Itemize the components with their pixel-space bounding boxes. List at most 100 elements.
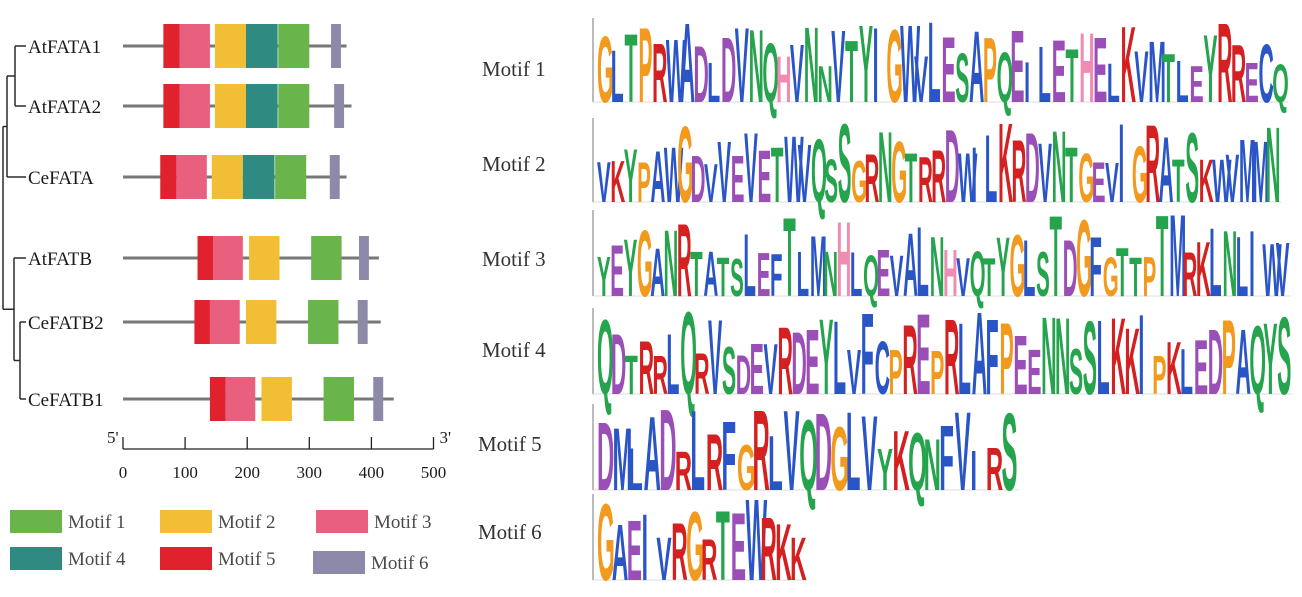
logo-residue: P [888, 338, 902, 409]
logo-residue: S [722, 333, 736, 409]
logo-residue: A [972, 288, 987, 419]
motif-2-box [245, 300, 277, 344]
logo-residue: T [783, 196, 796, 321]
logo-residue: M [1239, 121, 1256, 222]
logo-residue: E [1027, 338, 1041, 409]
logo-residue: I [1249, 213, 1255, 317]
logo-residue: T [717, 246, 730, 308]
logo-residue: G [1078, 140, 1094, 217]
logo-residue: L [1180, 336, 1193, 409]
logo-residue: D [659, 385, 676, 515]
logo-residue: A [644, 396, 661, 513]
logo-residue: W [958, 140, 978, 219]
logo-residue: D [945, 108, 960, 225]
logo-residue: Q [597, 298, 614, 417]
gene-row: CeFATB2 [28, 300, 381, 344]
logo-residue: A [903, 215, 918, 316]
logo-residue: V [831, 9, 845, 124]
logo-residue: T [1172, 147, 1185, 215]
logo-residue: V [956, 247, 970, 308]
logo-residue: N [749, 8, 764, 124]
legend-item: Motif 2 [160, 510, 276, 533]
motif-5-box [209, 377, 226, 421]
logo-residue: P [637, 151, 651, 215]
logo-residue: A [703, 239, 718, 310]
logo-residue: I [642, 495, 648, 597]
motif-1-box [311, 236, 342, 280]
logo-residue: Y [859, 2, 873, 126]
logo-residue: E [610, 231, 624, 313]
logo-residue: E [916, 290, 930, 419]
logo-residue: L [985, 115, 998, 223]
phylogenetic-tree [2, 45, 26, 400]
logo-residue: E [1093, 19, 1107, 122]
logo-residue: L [1236, 220, 1249, 315]
logo-residue: Q [970, 239, 986, 310]
logo-residue: R [1183, 240, 1198, 310]
legend-label: Motif 4 [68, 549, 126, 570]
logo-residue: N [1055, 295, 1070, 417]
legend-swatch [160, 547, 212, 570]
logo-residue: W [900, 2, 920, 126]
logo-residue: R [694, 342, 709, 407]
logo-residue: L [1038, 31, 1051, 120]
motif-5-box [163, 24, 180, 68]
motif-logo-title: Motif 6 [478, 520, 542, 544]
logo-residue: R [701, 529, 717, 593]
logo-residue: A [969, 9, 984, 124]
logo-residue: L [958, 301, 971, 416]
logo-residue: H [776, 44, 791, 117]
logo-residue: A [1159, 119, 1174, 223]
logo-residue: R [653, 344, 668, 406]
logo-residue: R [1217, 1, 1232, 128]
logo-residue: V [1134, 37, 1148, 118]
logo-residue: K [790, 524, 807, 593]
legend-item: Motif 3 [316, 510, 432, 533]
logo-residue: Y [597, 245, 611, 309]
logo-residue: Y [1263, 301, 1277, 416]
motif-logo-title: Motif 5 [478, 432, 542, 456]
logo-residue: I [971, 132, 977, 220]
logo-residue: I [970, 439, 977, 503]
logo-residue: D [693, 28, 708, 120]
logo-residue: D [1063, 225, 1078, 314]
logo-residue: T [771, 132, 784, 220]
logo-residue: N [924, 423, 941, 506]
logo-residue: E [942, 18, 956, 123]
motif-2-box [211, 155, 243, 199]
logo-residue: S [1083, 300, 1097, 416]
logo-residue: S [1277, 294, 1291, 418]
logo-residue: V [914, 44, 928, 117]
legend-swatch [160, 510, 212, 533]
logo-residue: V [1226, 140, 1240, 217]
logo-residue: E [805, 311, 819, 414]
motif-3-box [179, 24, 210, 68]
logo-residue: Y [624, 222, 638, 314]
legend-item: Motif 4 [10, 547, 126, 570]
axis-tick-label: 100 [172, 463, 198, 482]
gene-label: CeFATA [28, 168, 94, 189]
logo-residue: D [691, 141, 706, 217]
axis-tick-label: 200 [234, 463, 260, 482]
logo-residue: P [1152, 344, 1166, 406]
logo-residue: N [878, 112, 893, 224]
logo-residue: G [886, 8, 902, 124]
logo-residue: L [850, 240, 863, 310]
motif-2-box [261, 377, 292, 421]
logo-residue: L [846, 389, 861, 515]
logo-residue: T [625, 14, 638, 123]
gene-row: AtFATA2 [28, 84, 352, 128]
motif-logo-title: Motif 1 [482, 57, 546, 81]
logo-residue: W [664, 132, 684, 220]
logo-residue: G [1010, 216, 1026, 315]
logo-residue: I [873, 6, 879, 125]
logo-residue: D [1025, 113, 1040, 224]
logo-residue: H [1079, 13, 1094, 124]
gene-label: AtFATA2 [28, 97, 101, 118]
logo-residue: V [597, 151, 611, 215]
motif-5-box [163, 84, 180, 128]
logo-residue: A [650, 234, 665, 311]
logo-residue: W [1262, 228, 1281, 313]
logo-residue: R [864, 140, 879, 217]
